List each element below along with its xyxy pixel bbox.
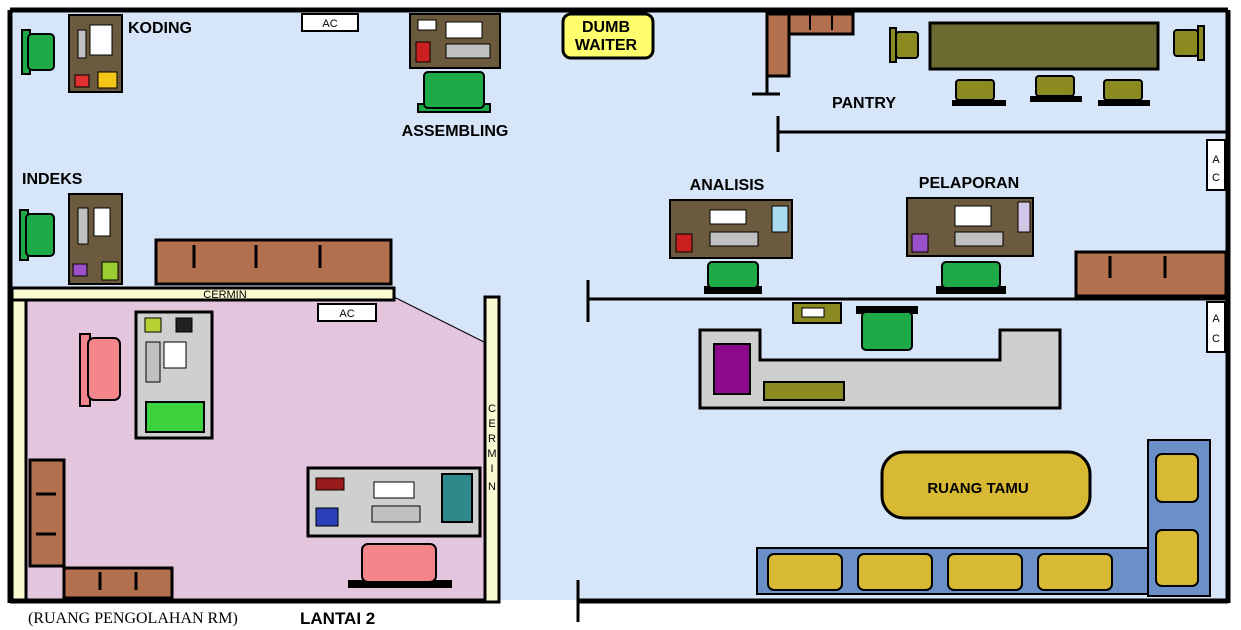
floor-caption: LANTAI 2	[300, 609, 375, 628]
cabinet	[1074, 250, 1228, 298]
ac-unit: AC	[301, 13, 359, 32]
ac-letter: C	[1212, 172, 1220, 184]
rm-chair	[79, 333, 121, 407]
rm-chair	[348, 543, 452, 588]
dumb-waiter-label-2: WAITER	[575, 37, 638, 54]
rm-cabinet	[62, 566, 174, 600]
mirror-horizontal	[10, 286, 396, 302]
mirror-vertical-label: C E R M I N	[487, 403, 496, 493]
mirror-left	[10, 298, 28, 602]
wall-diagonal	[391, 295, 493, 347]
indeks-label: INDEKS	[22, 171, 83, 188]
pelaporan-label: PELAPORAN	[919, 175, 1019, 192]
pantry-chair	[1173, 25, 1205, 61]
ac-label: AC	[339, 308, 354, 320]
mirror-letter: E	[488, 418, 495, 430]
mirror-vertical	[483, 295, 501, 604]
ac-unit-vertical: A C	[1206, 139, 1226, 191]
dumb-waiter-label-1: DUMB	[582, 19, 630, 36]
indeks-desk	[68, 193, 123, 285]
ac-unit: AC	[317, 303, 377, 322]
reception-chair	[856, 306, 918, 351]
mirror-label: CERMIN	[203, 289, 246, 301]
mirror-letter: R	[488, 433, 496, 445]
indeks-chair	[19, 209, 55, 261]
assembling-label: ASSEMBLING	[402, 123, 509, 140]
rm-cabinet	[28, 458, 66, 568]
analisis-desk	[669, 199, 793, 259]
analisis-label: ANALISIS	[690, 177, 765, 194]
pantry-chair	[1030, 75, 1082, 102]
cabinet	[154, 238, 393, 286]
koding-label: KODING	[128, 20, 192, 37]
ac-unit-vertical: A C	[1206, 301, 1226, 353]
pantry-chair	[889, 27, 919, 63]
reception-device	[792, 302, 842, 324]
mirror-letter: C	[488, 403, 496, 415]
assembling-desk	[409, 13, 501, 69]
pantry-cabinet	[765, 12, 855, 78]
analisis-chair	[704, 261, 762, 294]
room-caption: (RUANG PENGOLAHAN RM)	[28, 610, 238, 627]
pantry-label: PANTRY	[832, 95, 896, 112]
rm-desk	[134, 310, 214, 440]
ac-letter: A	[1212, 313, 1220, 325]
guest-sofa-bottom	[756, 547, 1158, 595]
mirror-letter: N	[488, 481, 496, 493]
ac-letter: C	[1212, 333, 1220, 345]
assembling-chair	[417, 71, 491, 113]
ruang-tamu-label: RUANG TAMU	[927, 480, 1028, 497]
guest-table: RUANG TAMU	[880, 450, 1092, 520]
reception-counter	[698, 328, 1062, 410]
ac-letter: A	[1212, 154, 1220, 166]
rm-desk	[306, 466, 482, 538]
mirror-letter: M	[487, 448, 496, 460]
guest-sofa-side	[1147, 439, 1211, 597]
koding-desk	[68, 14, 123, 93]
dumb-waiter: DUMB WAITER	[561, 12, 655, 60]
mirror-letter: I	[490, 463, 493, 475]
koding-chair	[21, 29, 55, 75]
pantry-chair	[952, 79, 1006, 106]
pelaporan-chair	[936, 261, 1006, 294]
pantry-table	[928, 21, 1160, 71]
ac-label: AC	[322, 18, 337, 30]
pelaporan-desk	[906, 197, 1034, 257]
pantry-chair	[1098, 79, 1150, 106]
